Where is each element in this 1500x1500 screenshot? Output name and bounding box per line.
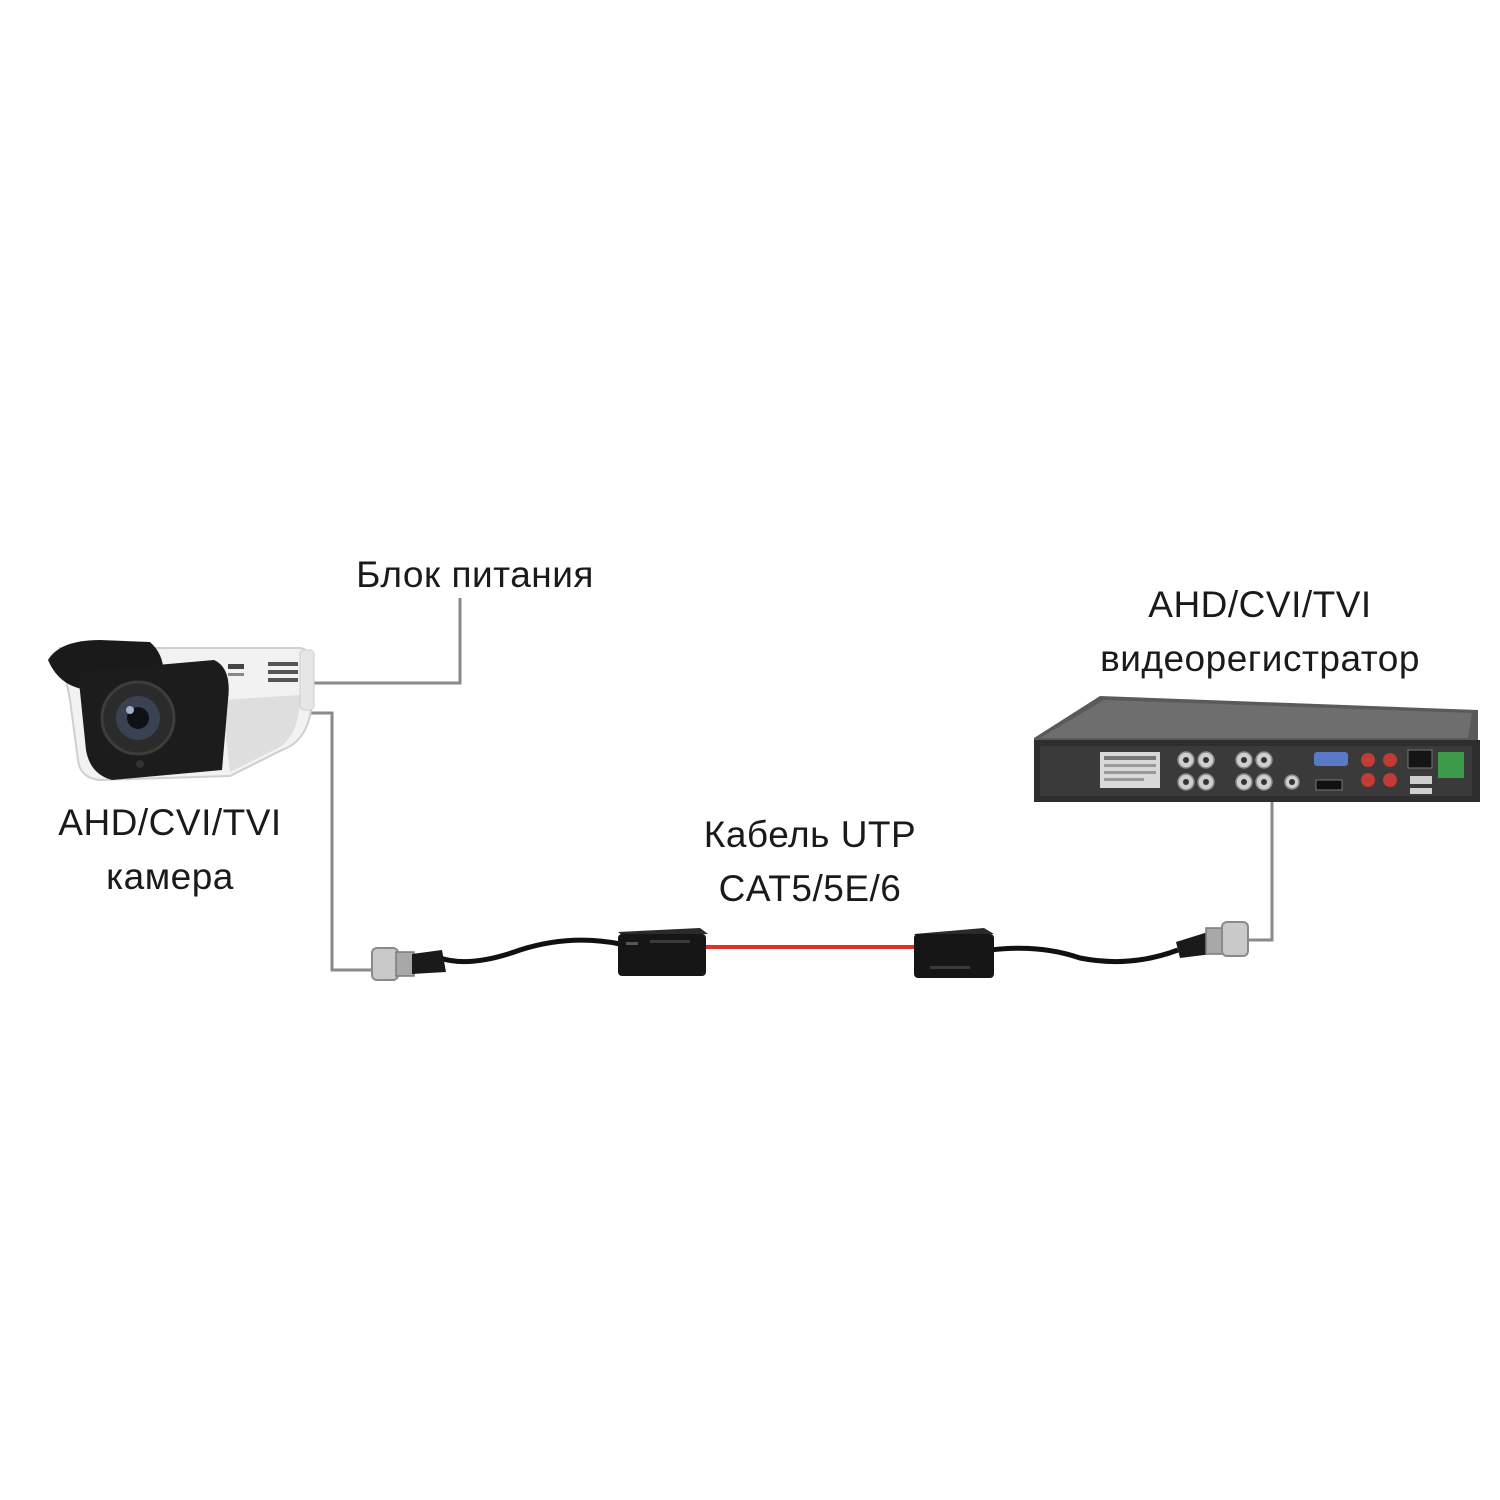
cable-label-line2: CAT5/5E/6 — [718, 868, 902, 909]
right-coax-cable — [989, 945, 1179, 965]
bnc-connector-icon — [371, 947, 446, 981]
camera-label-line1: AHD/CVI/TVI — [58, 802, 282, 843]
dvr-label: AHD/CVI/TVI видеорегистратор — [1040, 578, 1480, 686]
bnc-connector-icon — [1176, 921, 1249, 958]
left-coax-cable — [439, 937, 621, 965]
camera-leader-line — [305, 711, 378, 972]
dvr-leader-line — [1232, 790, 1274, 942]
camera-icon — [48, 640, 315, 782]
power-supply-label: Блок питания — [330, 548, 620, 602]
camera-label-line2: камера — [106, 856, 234, 897]
cable-label-line1: Кабель UTP — [703, 814, 917, 855]
balun-icon — [914, 928, 994, 978]
balun-icon — [618, 928, 708, 976]
power-leader-line — [300, 598, 462, 685]
dvr-label-line2: видеорегистратор — [1100, 638, 1420, 679]
dvr-label-line1: AHD/CVI/TVI — [1148, 584, 1372, 625]
cable-label: Кабель UTP CAT5/5E/6 — [660, 808, 960, 916]
dvr-icon — [1034, 696, 1480, 802]
camera-label: AHD/CVI/TVI камера — [20, 796, 320, 904]
power-supply-text: Блок питания — [356, 554, 594, 595]
